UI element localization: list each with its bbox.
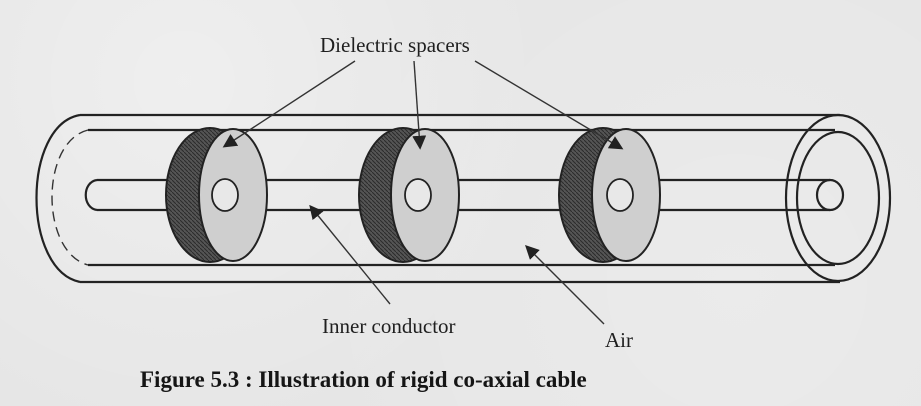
annotation-arrows: [222, 60, 624, 325]
dielectric-spacer: [165, 127, 268, 263]
dielectric-spacer: [558, 127, 661, 263]
dielectric-spacer: [358, 127, 460, 263]
inner-conductor-label: Inner conductor: [322, 314, 456, 338]
dielectric-spacers-label: Dielectric spacers: [320, 33, 470, 57]
figure-caption: Figure 5.3 : Illustration of rigid co-ax…: [140, 367, 587, 392]
outer-tube: [35, 113, 892, 284]
air-label: Air: [605, 328, 633, 352]
